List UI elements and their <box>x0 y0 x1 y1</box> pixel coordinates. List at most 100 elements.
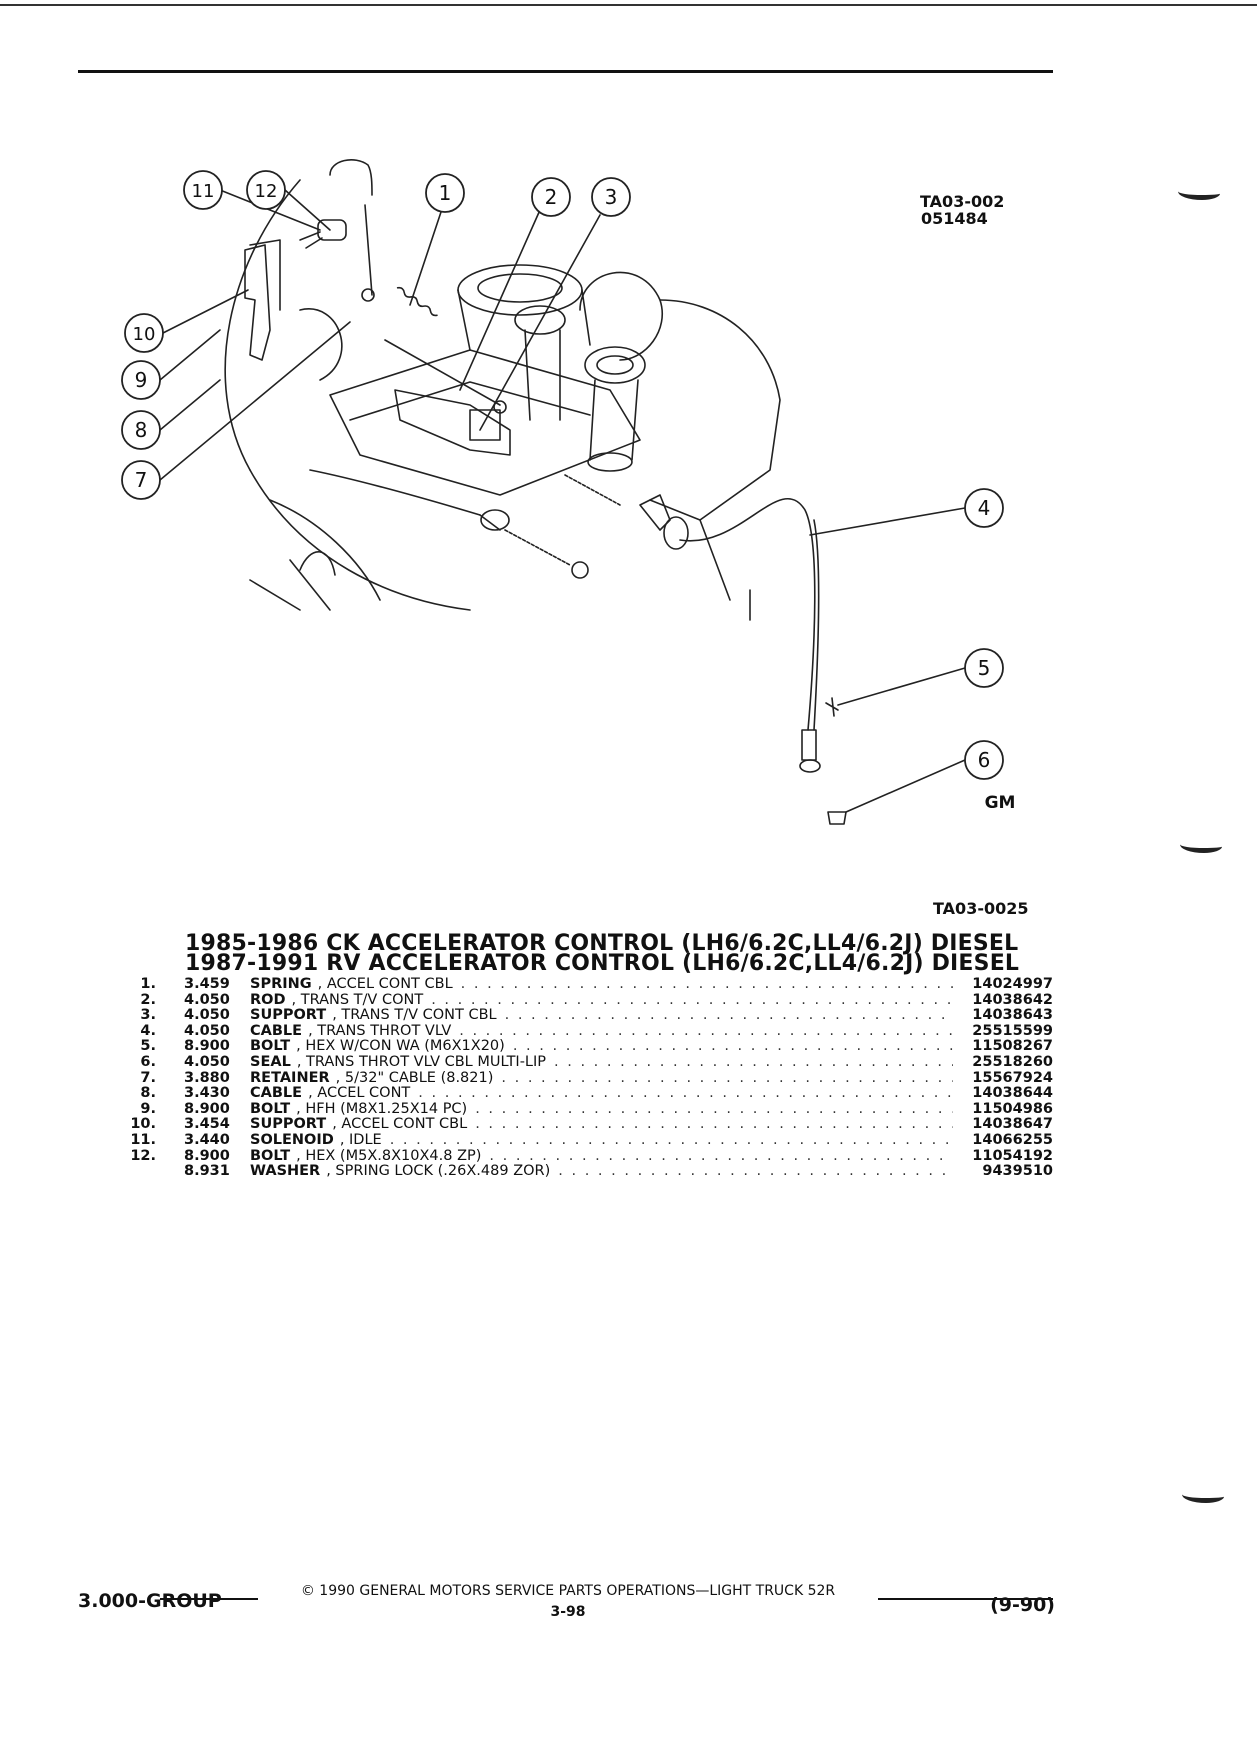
gm-logo-mark: GM <box>985 793 1016 813</box>
leader-dots <box>418 1086 953 1102</box>
seal-6 <box>827 811 847 825</box>
accel-cable-top <box>329 159 373 196</box>
part-number: 14038647 <box>972 1116 1053 1133</box>
group-number: 4.050 <box>184 1053 230 1070</box>
support-3 <box>394 389 511 456</box>
figure-code-top: TA03-002 <box>920 192 1005 211</box>
footer-date: (9-90) <box>990 1594 1055 1616</box>
leader-dots <box>390 1133 953 1149</box>
part-description: , 5/32" CABLE (8.821) <box>335 1069 494 1086</box>
list-item: 12. 8.900 BOLT , HEX (M5X.8X10X4.8 ZP) 11054… <box>118 1147 1053 1165</box>
item-number: 12. <box>130 1147 156 1164</box>
firewall-arc <box>224 179 301 471</box>
riser <box>579 271 663 361</box>
part-description: , IDLE <box>339 1131 382 1148</box>
group-number: 8.900 <box>184 1100 230 1117</box>
footer-rule-right <box>878 1598 1053 1600</box>
part-name: SUPPORT <box>250 1007 327 1024</box>
binder-mark <box>1182 1488 1224 1503</box>
part-name: SPRING <box>250 976 312 992</box>
part-number: 25515599 <box>972 1022 1053 1039</box>
callout-3: 3 <box>605 185 618 209</box>
part-name: BOLT <box>250 1100 291 1117</box>
part-name: BOLT <box>250 1038 291 1055</box>
leader-dots <box>554 1055 953 1071</box>
group-number: 8.931 <box>184 1163 230 1180</box>
item-number: 5. <box>140 1038 156 1055</box>
list-item: 1. 3.459 SPRING , ACCEL CONT CBL 14024997 <box>118 976 1053 993</box>
leader-dots <box>513 1039 953 1055</box>
part-number: 14024997 <box>972 976 1053 992</box>
accel-cable-lower <box>309 469 481 516</box>
footer-copyright: © 1990 GENERAL MOTORS SERVICE PARTS OPER… <box>300 1583 836 1599</box>
bolt-5 <box>825 697 839 717</box>
callout-8: 8 <box>135 418 148 442</box>
part-name: CABLE <box>250 1085 303 1102</box>
callout-1: 1 <box>439 181 452 205</box>
callout-7: 7 <box>135 468 148 492</box>
item-number: 8. <box>140 1085 156 1102</box>
intake-ellipse <box>457 264 583 316</box>
binder-mark <box>1180 838 1222 853</box>
list-item: 7. 3.880 RETAINER , 5/32" CABLE (8.821) 1556… <box>118 1069 1053 1087</box>
part-description: , ACCEL CONT CBL <box>317 976 453 992</box>
item-number: 6. <box>140 1053 156 1070</box>
item-number: 4. <box>140 1022 156 1039</box>
item-number: 2. <box>140 991 156 1008</box>
callout-4: 4 <box>978 496 991 520</box>
part-name: SUPPORT <box>250 1116 327 1133</box>
part-description: , TRANS T/V CONT CBL <box>332 1007 497 1024</box>
list-item: 9. 8.900 BOLT , HFH (M8X1.25X14 PC) 11504986 <box>118 1100 1053 1118</box>
item-number: 9. <box>140 1100 156 1117</box>
leader-dots <box>505 1008 953 1024</box>
footer-rule-left <box>160 1598 258 1600</box>
part-number: 11508267 <box>972 1038 1053 1055</box>
part-name: CABLE <box>250 1022 303 1039</box>
item-number: 3. <box>140 1007 156 1024</box>
part-number: 14066255 <box>972 1131 1053 1148</box>
part-description: , TRANS THROT VLV <box>308 1022 452 1039</box>
part-description: , TRANS T/V CONT <box>291 991 424 1008</box>
item-number: 11. <box>130 1131 156 1148</box>
leader-dots <box>475 1117 953 1133</box>
part-number: 11054192 <box>972 1147 1053 1164</box>
section-heading-rv: 1987-1991 RV ACCELERATOR CONTROL (LH6/6.… <box>185 951 1020 976</box>
parts-list: 1. 3.459 SPRING , ACCEL CONT CBL 14024997 2.… <box>118 976 1053 1180</box>
item-number: 1. <box>140 976 156 992</box>
part-name: SOLENOID <box>250 1131 334 1148</box>
leader-dots <box>558 1164 953 1180</box>
group-number: 3.880 <box>184 1069 230 1086</box>
binder-mark <box>1178 185 1220 200</box>
callout-9: 9 <box>135 368 148 392</box>
part-name: BOLT <box>250 1147 291 1164</box>
item-number: 7. <box>140 1069 156 1086</box>
group-number: 8.900 <box>184 1038 230 1055</box>
part-name: WASHER <box>250 1163 321 1180</box>
part-description: , HEX (M5X.8X10X4.8 ZP) <box>296 1147 482 1164</box>
list-item: 4. 4.050 CABLE , TRANS THROT VLV 25515599 <box>118 1022 1053 1040</box>
callout-10: 10 <box>133 324 156 345</box>
leader-dots <box>501 1071 953 1087</box>
rod-2 <box>384 339 501 406</box>
part-number: 11504986 <box>972 1100 1053 1117</box>
leader-dots <box>489 1149 953 1165</box>
group-number: 8.900 <box>184 1147 230 1164</box>
figure-code-sub: 051484 <box>921 209 988 228</box>
valve-cover-right <box>649 299 781 521</box>
group-number: 3.459 <box>184 976 230 992</box>
leader-dots <box>475 1102 953 1118</box>
group-number: 4.050 <box>184 1007 230 1024</box>
part-description: , HFH (M8X1.25X14 PC) <box>296 1100 468 1117</box>
part-number: 9439510 <box>982 1163 1053 1180</box>
part-name: RETAINER <box>250 1069 330 1086</box>
figure-code-bottom: TA03-0025 <box>933 899 1029 918</box>
top-rule <box>78 70 1053 73</box>
part-number: 15567924 <box>972 1069 1053 1086</box>
group-number: 4.050 <box>184 1022 230 1039</box>
part-name: SEAL <box>250 1053 291 1070</box>
callout-2: 2 <box>545 185 558 209</box>
part-number: 14038644 <box>972 1085 1053 1102</box>
